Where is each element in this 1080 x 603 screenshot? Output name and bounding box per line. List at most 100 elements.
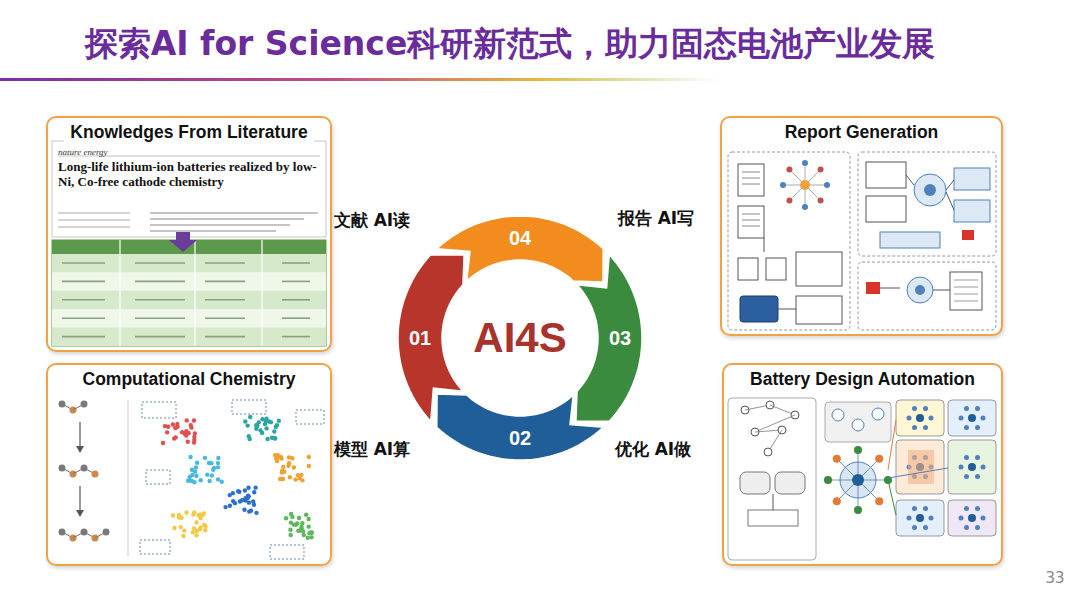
- illustration-dot: [243, 496, 247, 500]
- illustration-dot: [92, 471, 99, 478]
- illustration-shape: [825, 402, 891, 442]
- illustration-line: [888, 480, 896, 515]
- illustration-dot: [258, 428, 262, 432]
- illustration-dot: [307, 517, 311, 521]
- stage-label: 优化 AI做: [615, 438, 691, 461]
- illustration-line: [946, 192, 954, 210]
- panel-box: Computational Chemistry: [46, 363, 332, 566]
- illustration-dot: [246, 485, 250, 489]
- illustration-dot: [194, 520, 198, 524]
- illustration-dot: [832, 409, 844, 421]
- illustration-dot: [216, 456, 220, 460]
- illustration-dot: [194, 474, 198, 478]
- illustration-dot: [912, 506, 917, 511]
- illustration-line: [933, 290, 950, 291]
- title-rule: [0, 78, 720, 81]
- illustration-shape: [740, 472, 770, 494]
- illustration-dot: [307, 455, 311, 459]
- illustration-dot: [852, 419, 864, 431]
- illustration-dot: [163, 424, 167, 428]
- illustration-dot: [875, 455, 883, 463]
- illustration-dot: [247, 437, 251, 441]
- illustration-dot: [264, 417, 268, 421]
- illustration-dot: [964, 506, 969, 511]
- illustration-line: [79, 422, 80, 448]
- illustration-dot: [192, 440, 196, 444]
- illustration-dot: [916, 514, 924, 522]
- illustration-dot: [194, 533, 198, 537]
- illustration-dot: [195, 461, 199, 465]
- illustration-dot: [875, 497, 883, 505]
- illustration-dot: [854, 506, 862, 514]
- illustration-shape: [858, 262, 996, 330]
- illustration-dot: [959, 416, 964, 421]
- illustration-dot: [300, 478, 304, 482]
- illustration-dot: [284, 516, 288, 520]
- illustration-dot: [297, 516, 301, 520]
- illustration-line: [282, 299, 310, 301]
- illustration-dot: [307, 464, 311, 468]
- illustration-line: [742, 220, 760, 221]
- illustration-dot: [265, 437, 269, 441]
- illustration-shape: [896, 440, 944, 494]
- step-number: 02: [509, 427, 531, 450]
- illustration-dot: [275, 423, 279, 427]
- illustration-dot: [174, 435, 178, 439]
- illustration-dot: [180, 430, 184, 434]
- illustration-dot: [199, 478, 203, 482]
- illustration-dot: [202, 523, 206, 527]
- illustration-dot: [975, 506, 980, 511]
- illustration-line: [742, 226, 760, 227]
- illustration-dot: [923, 406, 928, 411]
- illustration-dot: [272, 429, 276, 433]
- illustration-dot: [228, 504, 232, 508]
- illustration-dot: [818, 198, 824, 204]
- panel-box: Battery Design Automation: [722, 363, 1003, 566]
- illustration-dot: [269, 420, 273, 424]
- illustration-dot: [220, 480, 224, 484]
- illustration-shape: [748, 510, 798, 526]
- illustration-dot: [293, 477, 297, 481]
- illustration-dot: [929, 416, 934, 421]
- panel-heading: Battery Design Automation: [744, 368, 981, 391]
- illustration-shape: [954, 200, 990, 222]
- illustration-dot: [824, 182, 830, 188]
- illustration-dot: [273, 436, 277, 440]
- center-circle: AI4S: [448, 266, 592, 410]
- illustration-dot: [203, 528, 207, 532]
- illustration-shape: [728, 152, 850, 330]
- illustration-dot: [914, 174, 946, 206]
- illustration-dot: [203, 456, 207, 460]
- illustration-line: [58, 219, 130, 221]
- illustration-shape: [52, 272, 326, 290]
- illustration-line: [742, 214, 760, 215]
- illustration-dot: [273, 453, 277, 457]
- illustration-dot: [189, 425, 193, 429]
- illustration-line: [888, 420, 896, 470]
- page-number: 33: [1045, 569, 1064, 587]
- illustration-line: [135, 299, 185, 301]
- step-number: 04: [509, 227, 531, 250]
- illustration-line: [906, 175, 914, 185]
- illustration-dot: [308, 531, 312, 535]
- ring-step: 01: [396, 322, 444, 354]
- illustration-dot: [854, 446, 862, 454]
- illustration-dot: [872, 408, 884, 420]
- illustration-dot: [964, 425, 969, 430]
- illustration-dot: [216, 477, 220, 481]
- illustration-dot: [277, 419, 281, 423]
- illustration-line: [135, 336, 185, 338]
- illustration-dot: [975, 455, 980, 460]
- illustration-line: [778, 309, 796, 310]
- illustration-dot: [306, 524, 310, 528]
- illustration-dot: [833, 455, 841, 463]
- illustration-dot: [254, 511, 258, 515]
- illustration-dot: [824, 476, 832, 484]
- illustration-shape: [270, 545, 304, 559]
- illustration-shape: [52, 141, 326, 237]
- illustration-dot: [981, 465, 986, 470]
- illustration-shape: [740, 296, 778, 322]
- illustration-shape: [866, 196, 906, 222]
- illustration-line: [79, 486, 80, 512]
- illustration-line: [205, 262, 245, 264]
